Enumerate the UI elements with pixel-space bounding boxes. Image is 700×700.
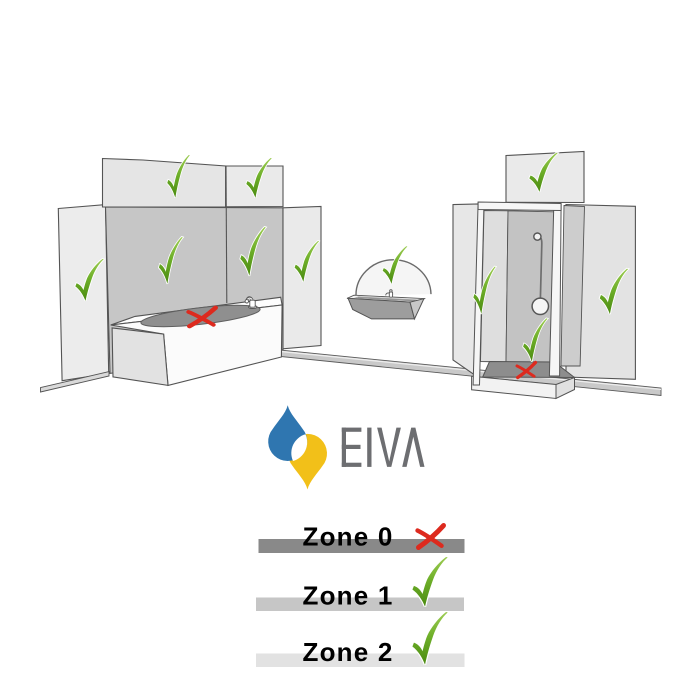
svg-text:Zone 0: Zone 0 [303,522,394,552]
svg-text:Zone 2: Zone 2 [303,637,394,667]
svg-text:Zone 1: Zone 1 [303,581,394,611]
